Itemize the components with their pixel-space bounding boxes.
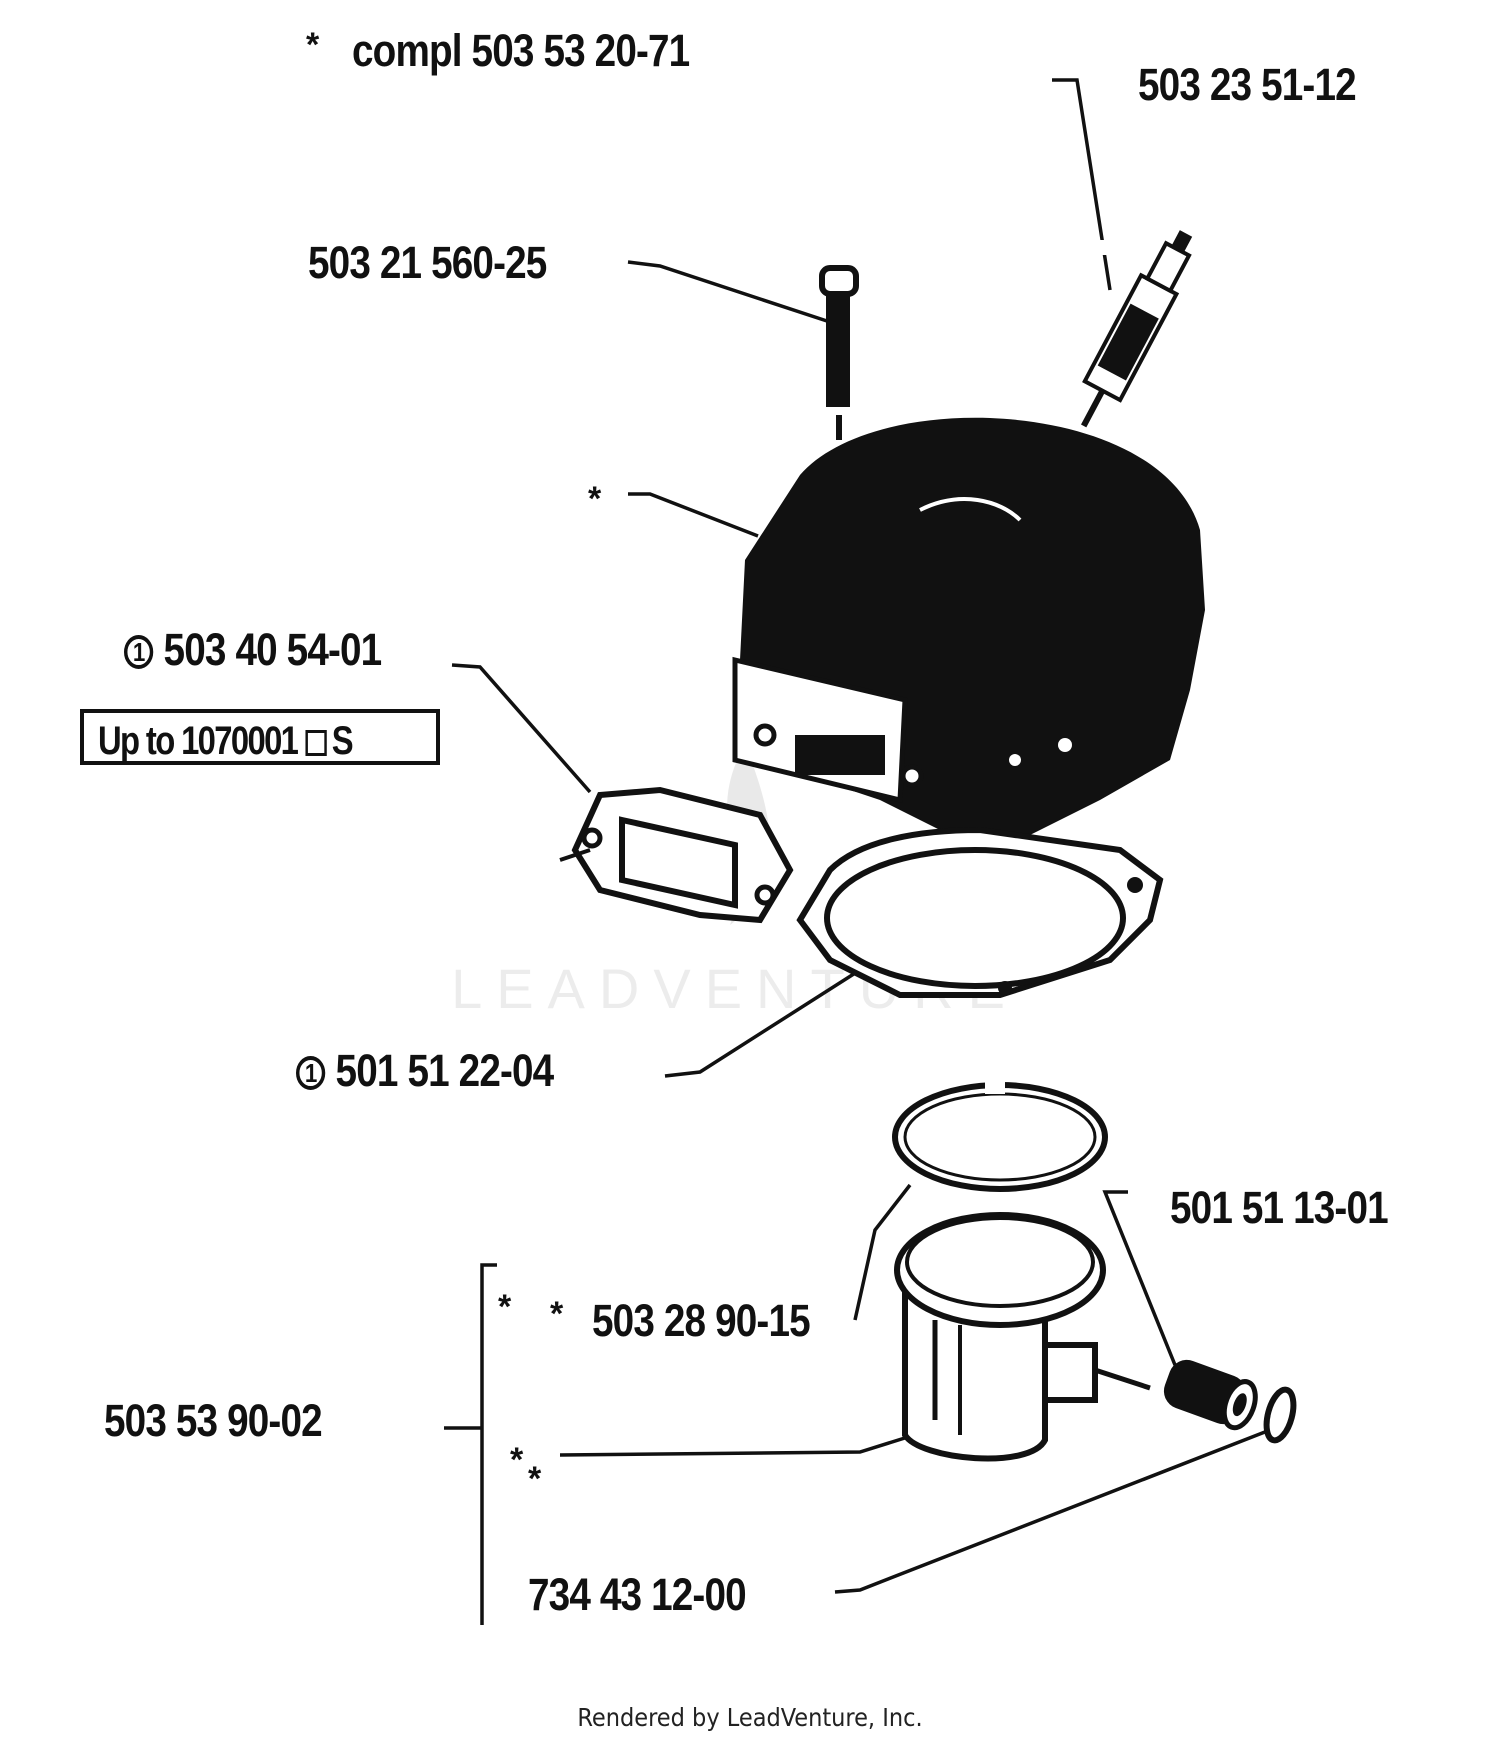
label-spark-plug: 503 23 51-12	[1138, 59, 1357, 110]
piston-ring-star-b: *	[550, 1295, 564, 1333]
spark-plug	[1080, 230, 1195, 428]
leader-piston-pin	[1102, 1190, 1177, 1366]
bolt	[819, 265, 859, 478]
circlip	[1263, 1386, 1297, 1444]
serial-note-suffix: S	[331, 719, 354, 763]
piston-ring	[892, 1080, 1108, 1192]
label-piston-kit: 503 53 90-02	[104, 1395, 323, 1446]
label-exhaust-gasket: 1 503 40 54-01	[124, 624, 383, 675]
piston-star-a: *	[510, 1441, 524, 1479]
base-gasket-number: 501 51 22-04	[335, 1045, 555, 1096]
leader-exhaust-gasket	[451, 663, 592, 794]
leader-circlip	[834, 1428, 1271, 1594]
label-piston-ring: 503 28 90-15	[592, 1295, 811, 1346]
circled-one-marker: 1	[296, 1056, 326, 1090]
piston-ring-star-a: *	[498, 1288, 512, 1326]
piston	[894, 1212, 1151, 1462]
piston-pin	[1163, 1359, 1258, 1431]
leader-piston	[559, 1435, 909, 1457]
cylinder	[732, 417, 1205, 840]
piston-kit-bracket	[480, 1263, 497, 1625]
render-credit: Rendered by LeadVenture, Inc.	[577, 1703, 923, 1732]
leader-cylinder	[628, 492, 759, 538]
leader-piston-ring	[853, 1183, 912, 1321]
leader-spark-plug	[1052, 78, 1112, 291]
serial-note: Up to 1070001 S	[98, 719, 354, 763]
exhaust-gasket	[559, 786, 794, 924]
circled-one-marker: 1	[124, 635, 154, 669]
cylinder-star: *	[588, 480, 602, 518]
serial-note-text: Up to 1070001	[98, 719, 299, 763]
piston-star-b: *	[528, 1460, 542, 1498]
compl-star: *	[306, 26, 320, 64]
leader-bolt	[627, 260, 831, 324]
serial-note-box: Up to 1070001 S	[80, 709, 440, 765]
label-bolt: 503 21 560-25	[308, 237, 547, 288]
label-compl: compl 503 53 20-71	[352, 25, 690, 76]
leader-base-gasket	[664, 968, 861, 1078]
base-gasket	[796, 826, 1164, 998]
label-circlip: 734 43 12-00	[528, 1569, 747, 1620]
leader-lines	[444, 78, 1271, 1625]
label-piston-pin: 501 51 13-01	[1170, 1182, 1389, 1233]
checkbox-square-icon	[305, 730, 327, 756]
exhaust-gasket-number: 503 40 54-01	[163, 624, 383, 675]
label-base-gasket: 1 501 51 22-04	[296, 1045, 555, 1096]
